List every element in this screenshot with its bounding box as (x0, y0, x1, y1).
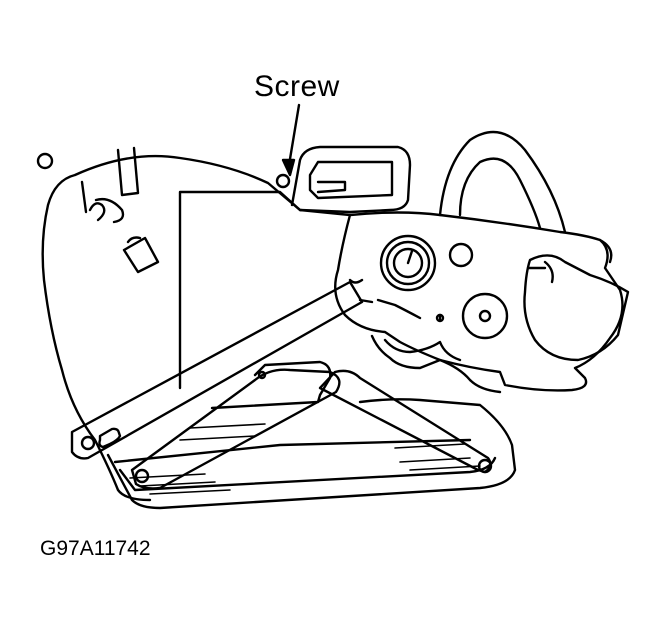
rivet (435, 313, 445, 323)
drive-gear-hub (461, 292, 509, 340)
motor-housing (523, 254, 630, 362)
inner-frame (178, 190, 302, 390)
channel-hatching (129, 423, 481, 495)
equalizer-arm-bracket (210, 360, 332, 410)
equalizer-arm-pivot (134, 468, 150, 484)
lower-arm (318, 369, 492, 474)
screw-callout-arrow (287, 103, 301, 167)
sector-gear (370, 334, 502, 394)
regulator-plate (334, 211, 624, 392)
spiral-spring-inner (392, 247, 424, 279)
lift-arm-hole-1 (80, 435, 96, 451)
bracket-tab-slot (316, 180, 347, 194)
spiral-spring-outer (379, 234, 437, 292)
door-panel-outline (41, 154, 352, 502)
bracket-tab (290, 145, 412, 214)
motor-housing-detail (526, 238, 613, 284)
drive-gear-center (478, 309, 492, 323)
glass-channel (106, 398, 517, 510)
lower-arm-pivot (477, 458, 493, 474)
screw (275, 173, 291, 189)
lift-arm-slot (98, 427, 122, 449)
panel-clip (122, 236, 160, 274)
handwritten-mark (80, 180, 125, 224)
plate-hole (448, 242, 474, 268)
spiral-spring-arm (406, 249, 414, 265)
arrow-head (281, 158, 296, 177)
motor-loop (438, 130, 567, 234)
spiral-spring-mid (385, 240, 431, 286)
glass-channel-inner (113, 438, 497, 492)
mounting-hole-left (36, 152, 54, 170)
figure-id: G97A11742 (40, 537, 151, 560)
bracket-tab-inner (308, 160, 394, 200)
screw-label: Screw (254, 70, 340, 103)
plate-details (348, 278, 442, 322)
lift-arm (70, 280, 364, 460)
panel-strip (116, 146, 140, 197)
equalizer-arm (130, 368, 341, 490)
rivet (257, 370, 267, 380)
